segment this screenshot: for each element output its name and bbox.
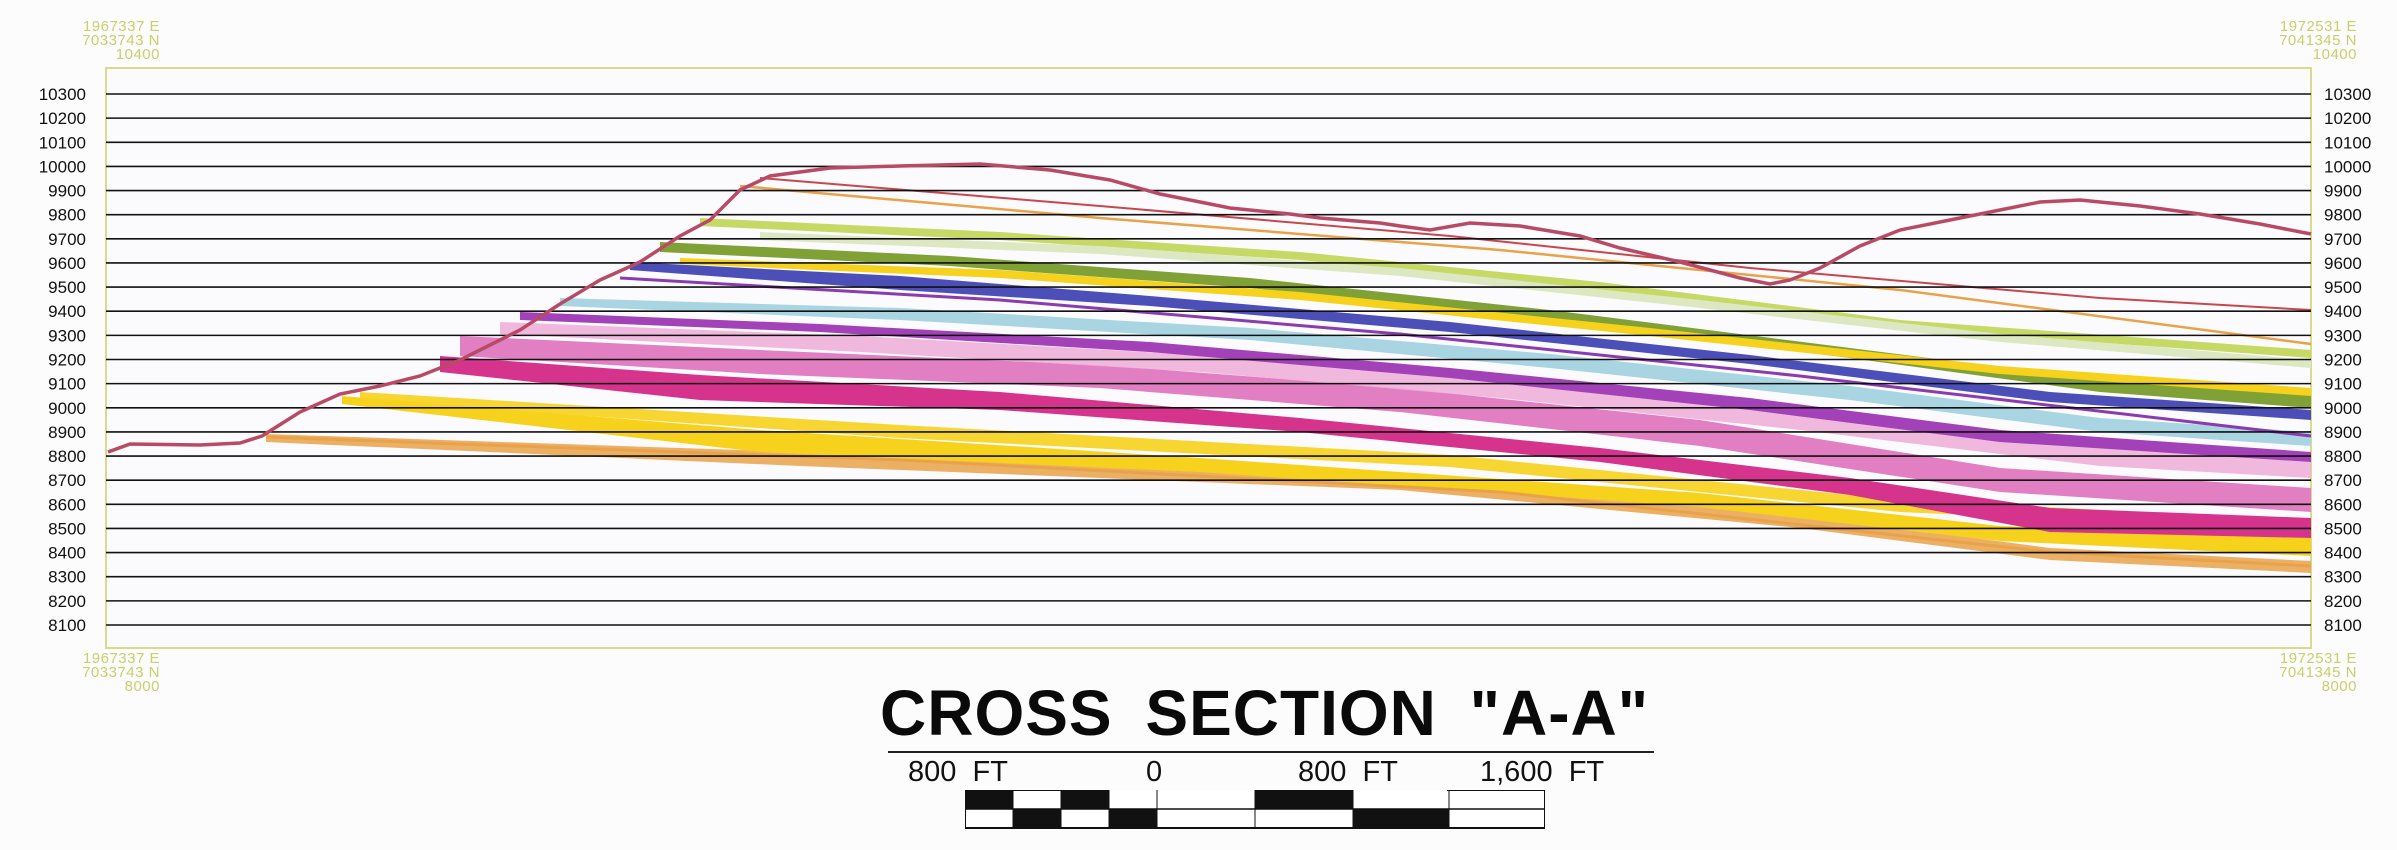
elevation-label-left-9300: 9300 [48,326,86,345]
elevation-label-left-9900: 9900 [48,182,86,201]
elevation-axis-right: 10300 10200 10100 10000 9900 9800 9700 9600 9500… [2324,85,2371,635]
coordinate-northing: 7041345 N [2279,664,2357,681]
elevation-label-right-9500: 9500 [2324,278,2362,297]
stratum-orange-thin [265,435,2312,568]
elevation-label-right-9900: 9900 [2324,182,2362,201]
stratum-lime [700,218,2311,358]
elevation-label-left-9200: 9200 [48,351,86,370]
elevation-label-left-8300: 8300 [48,568,86,587]
coordinate-northing: 7033743 N [82,664,160,681]
elevation-label-left-9100: 9100 [48,375,86,394]
elevation-label-left-9800: 9800 [48,206,86,225]
elevation-label-right-8800: 8800 [2324,447,2362,466]
elevation-label-right-9200: 9200 [2324,351,2362,370]
coordinate-easting: 1967337 E [82,650,160,667]
elevation-label-right-9700: 9700 [2324,230,2362,249]
elevation-label-right-9300: 9300 [2324,326,2362,345]
stratum-yellow-upper-thin [680,258,2311,396]
coordinate-northing: 7033743 N [82,32,160,49]
elevation-label-left-8800: 8800 [48,447,86,466]
elevation-label-right-9100: 9100 [2324,375,2362,394]
corner-coordinates-bottom-right: 1972531 E 7041345 N 8000 [2247,650,2357,695]
elevation-label-left-8200: 8200 [48,592,86,611]
coordinate-northing: 7041345 N [2279,32,2357,49]
stratum-orange-lower [266,434,2311,573]
scale-label-zero: 0 [1146,756,1163,788]
coordinate-elevation: 10400 [115,46,160,63]
elevation-label-right-10000: 10000 [2324,157,2371,176]
elevation-label-left-9000: 9000 [48,399,86,418]
stratum-pale-green [760,232,2311,368]
ground-surface-profile [107,162,2312,454]
elevation-label-left-10100: 10100 [39,133,86,152]
elevation-label-left-8700: 8700 [48,471,86,490]
elevation-label-right-8400: 8400 [2324,544,2362,563]
stratum-yellow-lower [342,396,2311,556]
stratum-olive [660,242,2311,408]
corner-coordinates-top-left: 1967337 E 7033743 N 10400 [50,18,160,63]
scale-bar [965,790,1545,829]
stratum-yellow-upper [360,392,2311,530]
coordinate-easting: 1967337 E [82,18,160,35]
elevation-label-left-8900: 8900 [48,423,86,442]
elevation-label-left-9500: 9500 [48,278,86,297]
strata-layers [265,177,2312,573]
stratum-orange-upper-thin [739,184,2312,346]
stratum-blue [630,262,2311,420]
elevation-label-right-9600: 9600 [2324,254,2362,273]
elevation-label-right-8600: 8600 [2324,495,2362,514]
coordinate-easting: 1972531 E [2279,18,2357,35]
coordinate-elevation: 8000 [124,678,160,695]
corner-coordinates-bottom-left: 1967337 E 7033743 N 8000 [50,650,160,695]
stratum-purple [520,312,2311,462]
corner-coordinates-top-right: 1972531 E 7041345 N 10400 [2247,18,2357,63]
elevation-label-right-10200: 10200 [2324,109,2371,128]
elevation-label-right-8200: 8200 [2324,592,2362,611]
stratum-pink-light [500,322,2311,478]
elevation-label-left-9700: 9700 [48,230,86,249]
elevation-label-left-10000: 10000 [39,157,86,176]
title-underline [888,751,1654,753]
elevation-label-right-8300: 8300 [2324,568,2362,587]
stratum-purple-thin [619,276,2312,438]
elevation-label-right-10100: 10100 [2324,133,2371,152]
coordinate-elevation: 10400 [2312,46,2357,63]
elevation-label-left-10200: 10200 [39,109,86,128]
elevation-label-right-10300: 10300 [2324,85,2371,104]
stratum-red-thin [759,177,2312,311]
scale-label-800-left: 800 FT [908,756,1008,788]
scale-label-800-right: 800 FT [1298,756,1398,788]
elevation-label-left-8600: 8600 [48,495,86,514]
elevation-label-left-9400: 9400 [48,302,86,321]
elevation-label-right-8500: 8500 [2324,519,2362,538]
elevation-label-right-8900: 8900 [2324,423,2362,442]
elevation-label-left-8500: 8500 [48,519,86,538]
elevation-axis-left: 10300 10200 10100 10000 9900 9800 9700 9600 9500… [39,85,86,635]
elevation-gridlines [106,93,2311,626]
elevation-label-left-8400: 8400 [48,544,86,563]
stratum-magenta [440,356,2311,538]
coordinate-easting: 1972531 E [2279,650,2357,667]
stratum-pink [460,336,2311,512]
scale-label-1600: 1,600 FT [1480,756,1605,788]
elevation-label-left-9600: 9600 [48,254,86,273]
section-title: CROSS SECTION "A-A" [880,677,1650,749]
coordinate-elevation: 8000 [2321,678,2357,695]
elevation-label-right-8700: 8700 [2324,471,2362,490]
elevation-label-left-8100: 8100 [48,616,86,635]
elevation-label-left-10300: 10300 [39,85,86,104]
elevation-label-right-9000: 9000 [2324,399,2362,418]
elevation-label-right-8100: 8100 [2324,616,2362,635]
elevation-label-right-9800: 9800 [2324,206,2362,225]
elevation-label-right-9400: 9400 [2324,302,2362,321]
